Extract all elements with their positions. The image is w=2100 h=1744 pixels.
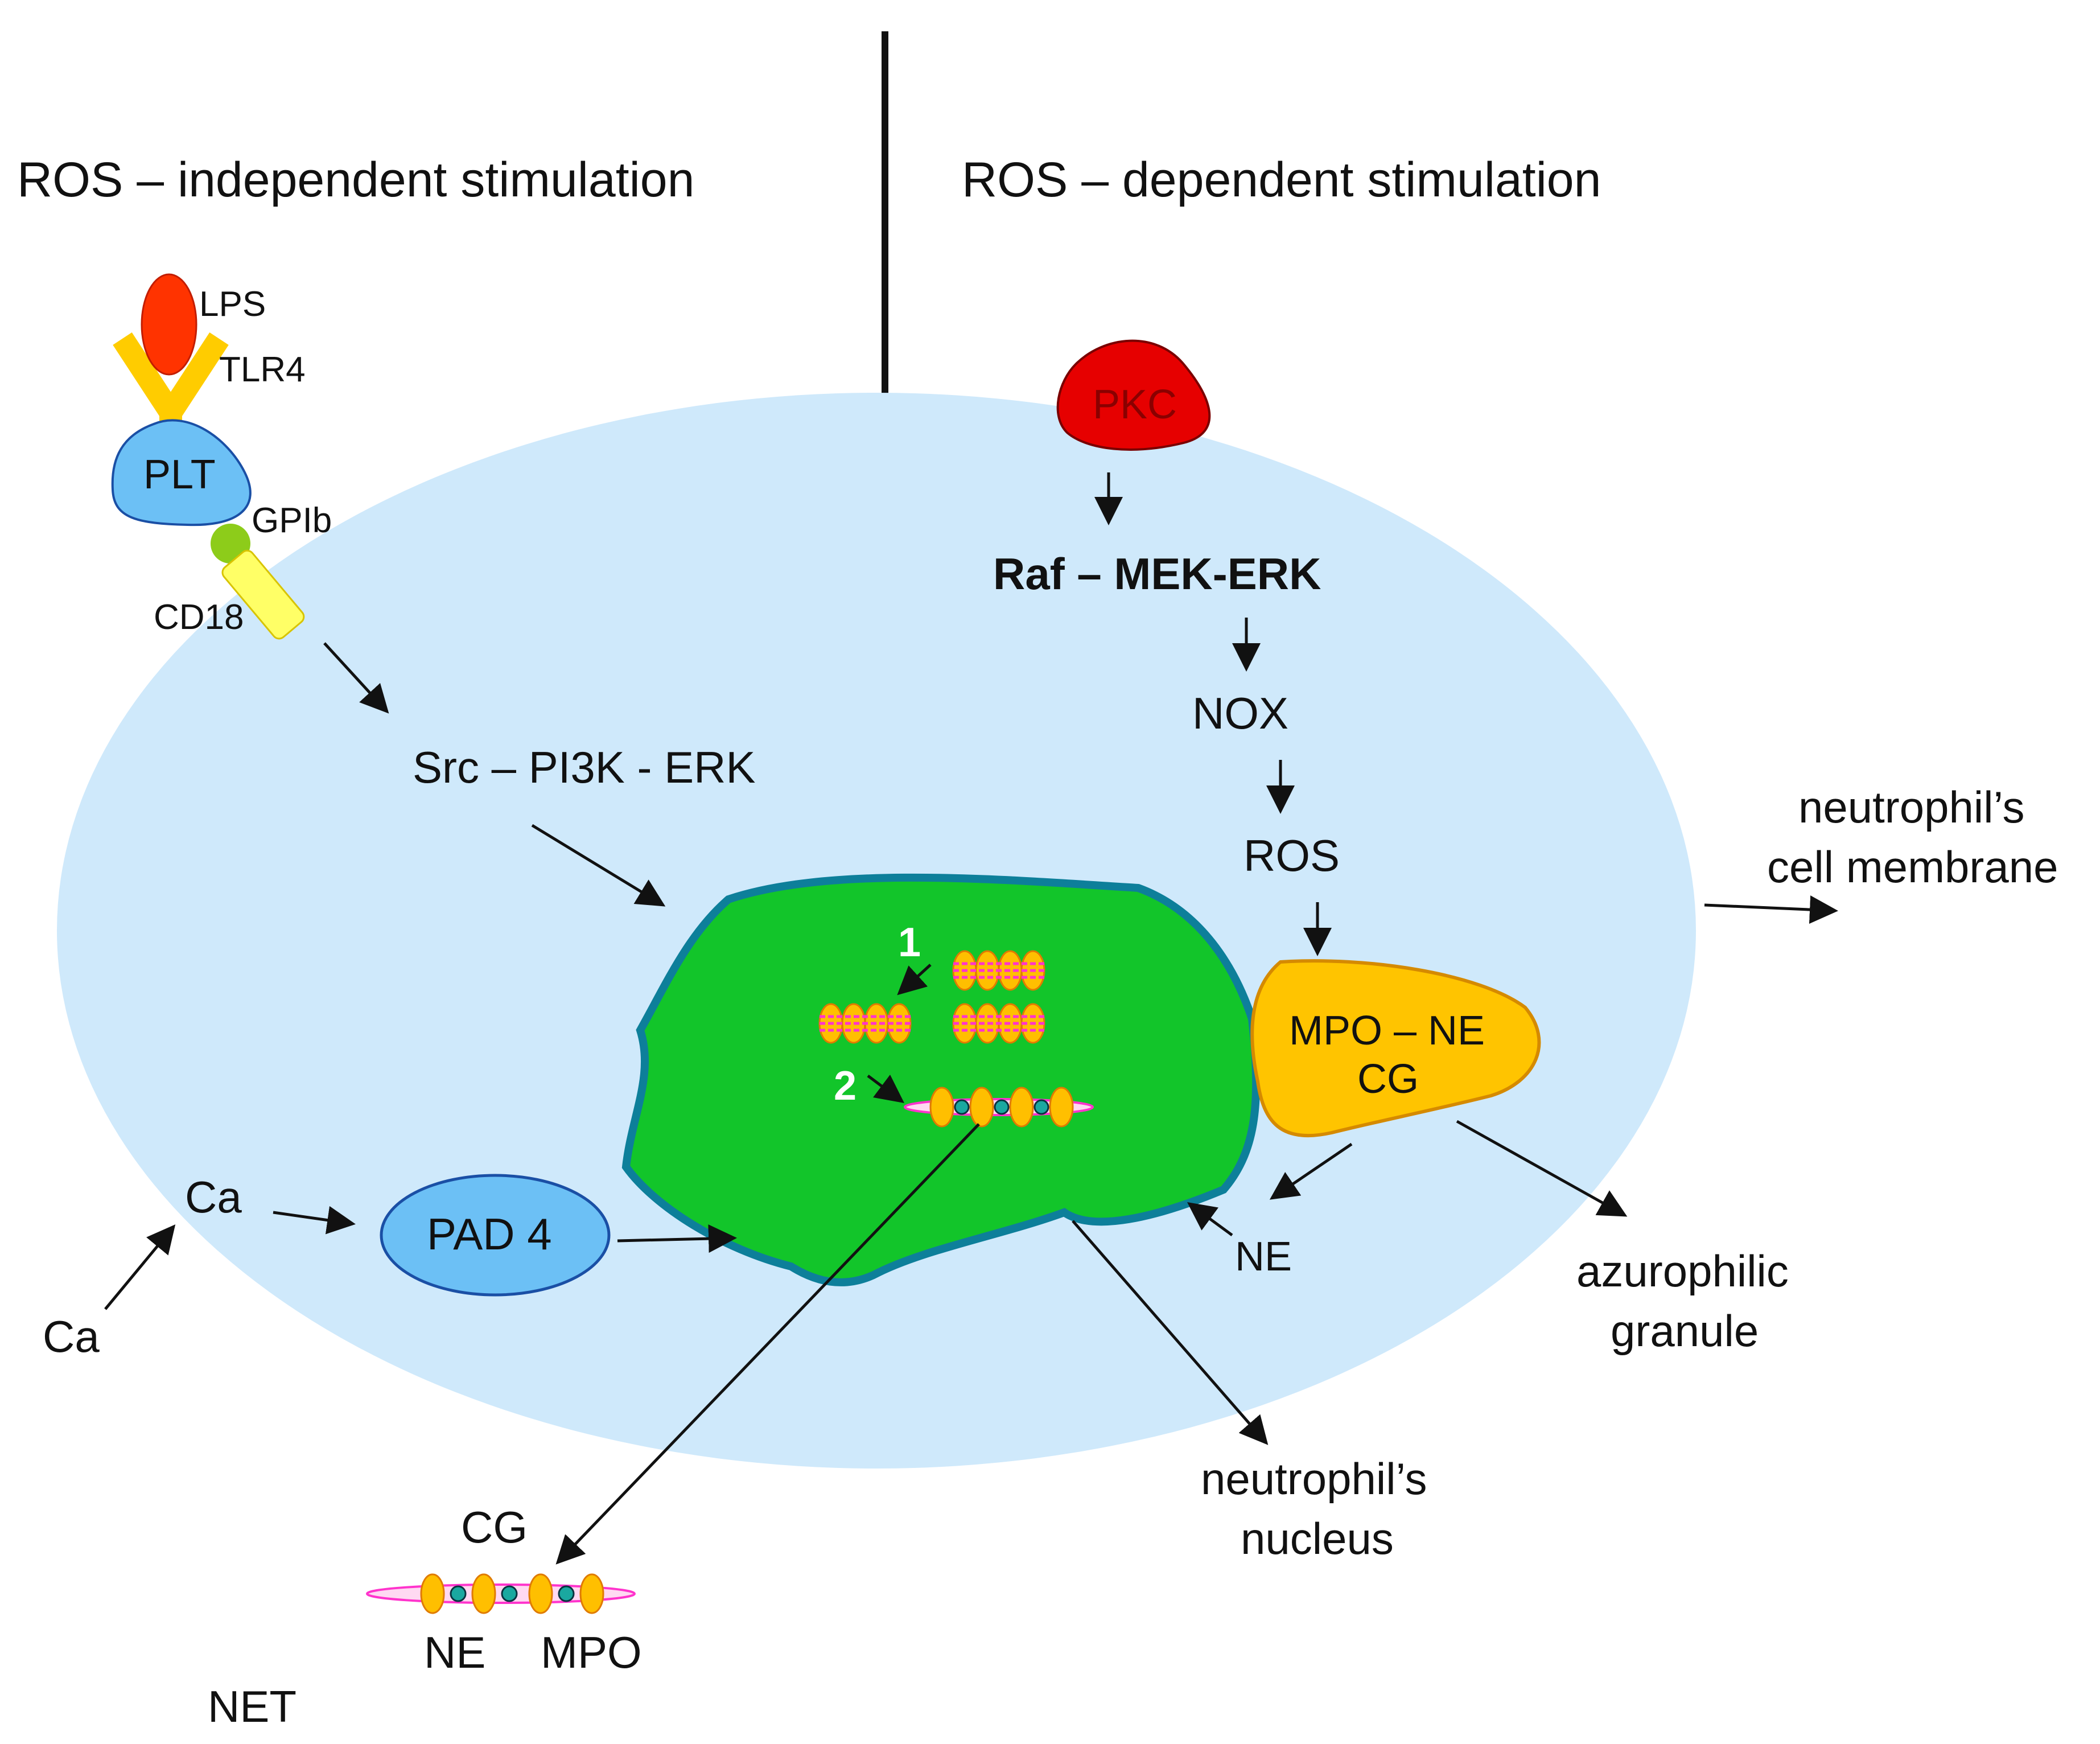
- arrow-pad4-to-nucleus: [617, 1224, 737, 1253]
- azurophilic-label-line2: granule: [1611, 1306, 1759, 1356]
- ca-outside-label: Ca: [43, 1311, 100, 1362]
- azurophilic-label-line1: azurophilic: [1576, 1246, 1789, 1296]
- nucleus-label-line2: nucleus: [1241, 1513, 1394, 1564]
- chromatin-cluster: [818, 950, 1045, 1044]
- arrow-chromatin-to-net: [555, 1123, 980, 1565]
- nucleosome-row-2: [818, 1003, 912, 1044]
- lps-label: LPS: [199, 285, 266, 324]
- heading-ros-independent: ROS – independent stimulation: [17, 153, 694, 207]
- nucleus-label-line1: neutrophil’s: [1201, 1454, 1427, 1504]
- cd18-receptor: [221, 549, 305, 640]
- gpib-label: GPIb: [252, 501, 332, 540]
- net-mpo-label: MPO: [541, 1627, 642, 1677]
- net-ne-label: NE: [424, 1627, 485, 1677]
- granule-label-line1: MPO – NE: [1289, 1008, 1485, 1054]
- net-cg-label: CG: [461, 1502, 528, 1552]
- arrow-step-2: [867, 1075, 904, 1103]
- pkc-label: PKC: [1093, 382, 1177, 427]
- arrow-step-1: [897, 964, 932, 996]
- net-title-label: NET: [208, 1681, 297, 1731]
- plt-platelet: [111, 419, 252, 527]
- arrow-nucleus-callout: [1072, 1220, 1269, 1445]
- pad4-label: PAD 4: [427, 1209, 552, 1259]
- nox-label: NOX: [1192, 688, 1288, 738]
- membrane-label-line1: neutrophil’s: [1798, 782, 2025, 832]
- membrane-label-line2: cell membrane: [1767, 842, 2058, 892]
- arrow-cd18-to-src: [323, 642, 389, 714]
- arrow-ca-to-pad4: [273, 1206, 356, 1235]
- pkc-kinase: [1056, 339, 1211, 451]
- decondensed-chromatin: [904, 1087, 1094, 1128]
- arrow-src-to-nucleus: [531, 824, 666, 907]
- step-2-label: 2: [834, 1063, 857, 1109]
- granule-label-line2: CG: [1357, 1056, 1419, 1102]
- neutrophil-nucleus: [621, 873, 1261, 1286]
- arrow-granule-to-ne: [1269, 1142, 1353, 1200]
- azurophilic-granule: [1250, 959, 1541, 1138]
- arrow-membrane-callout: [1704, 895, 1838, 924]
- ros-label: ROS: [1243, 830, 1340, 881]
- cd18-label: CD18: [154, 598, 244, 637]
- nucleosome-row-3: [952, 1003, 1045, 1044]
- ne-label: NE: [1235, 1234, 1292, 1280]
- arrow-ca-entry: [104, 1224, 176, 1310]
- heading-ros-dependent: ROS – dependent stimulation: [962, 153, 1601, 207]
- ca-inside-label: Ca: [185, 1172, 242, 1222]
- plt-label: PLT: [143, 452, 216, 497]
- pad4-enzyme: [380, 1174, 611, 1297]
- src-pi3k-erk-label: Src – PI3K - ERK: [413, 742, 756, 792]
- raf-mek-erk-label: Raf – MEK-ERK: [993, 549, 1321, 599]
- nucleosome-row-1: [952, 950, 1045, 991]
- receptor-group: [111, 273, 305, 640]
- arrow-granule-callout: [1456, 1120, 1628, 1217]
- tlr4-label: TLR4: [219, 350, 306, 389]
- step-1-label: 1: [898, 920, 921, 965]
- lps-molecule: [141, 273, 197, 376]
- arrow-ne-to-nucleus: [1187, 1202, 1233, 1237]
- net-strand: [366, 1573, 636, 1614]
